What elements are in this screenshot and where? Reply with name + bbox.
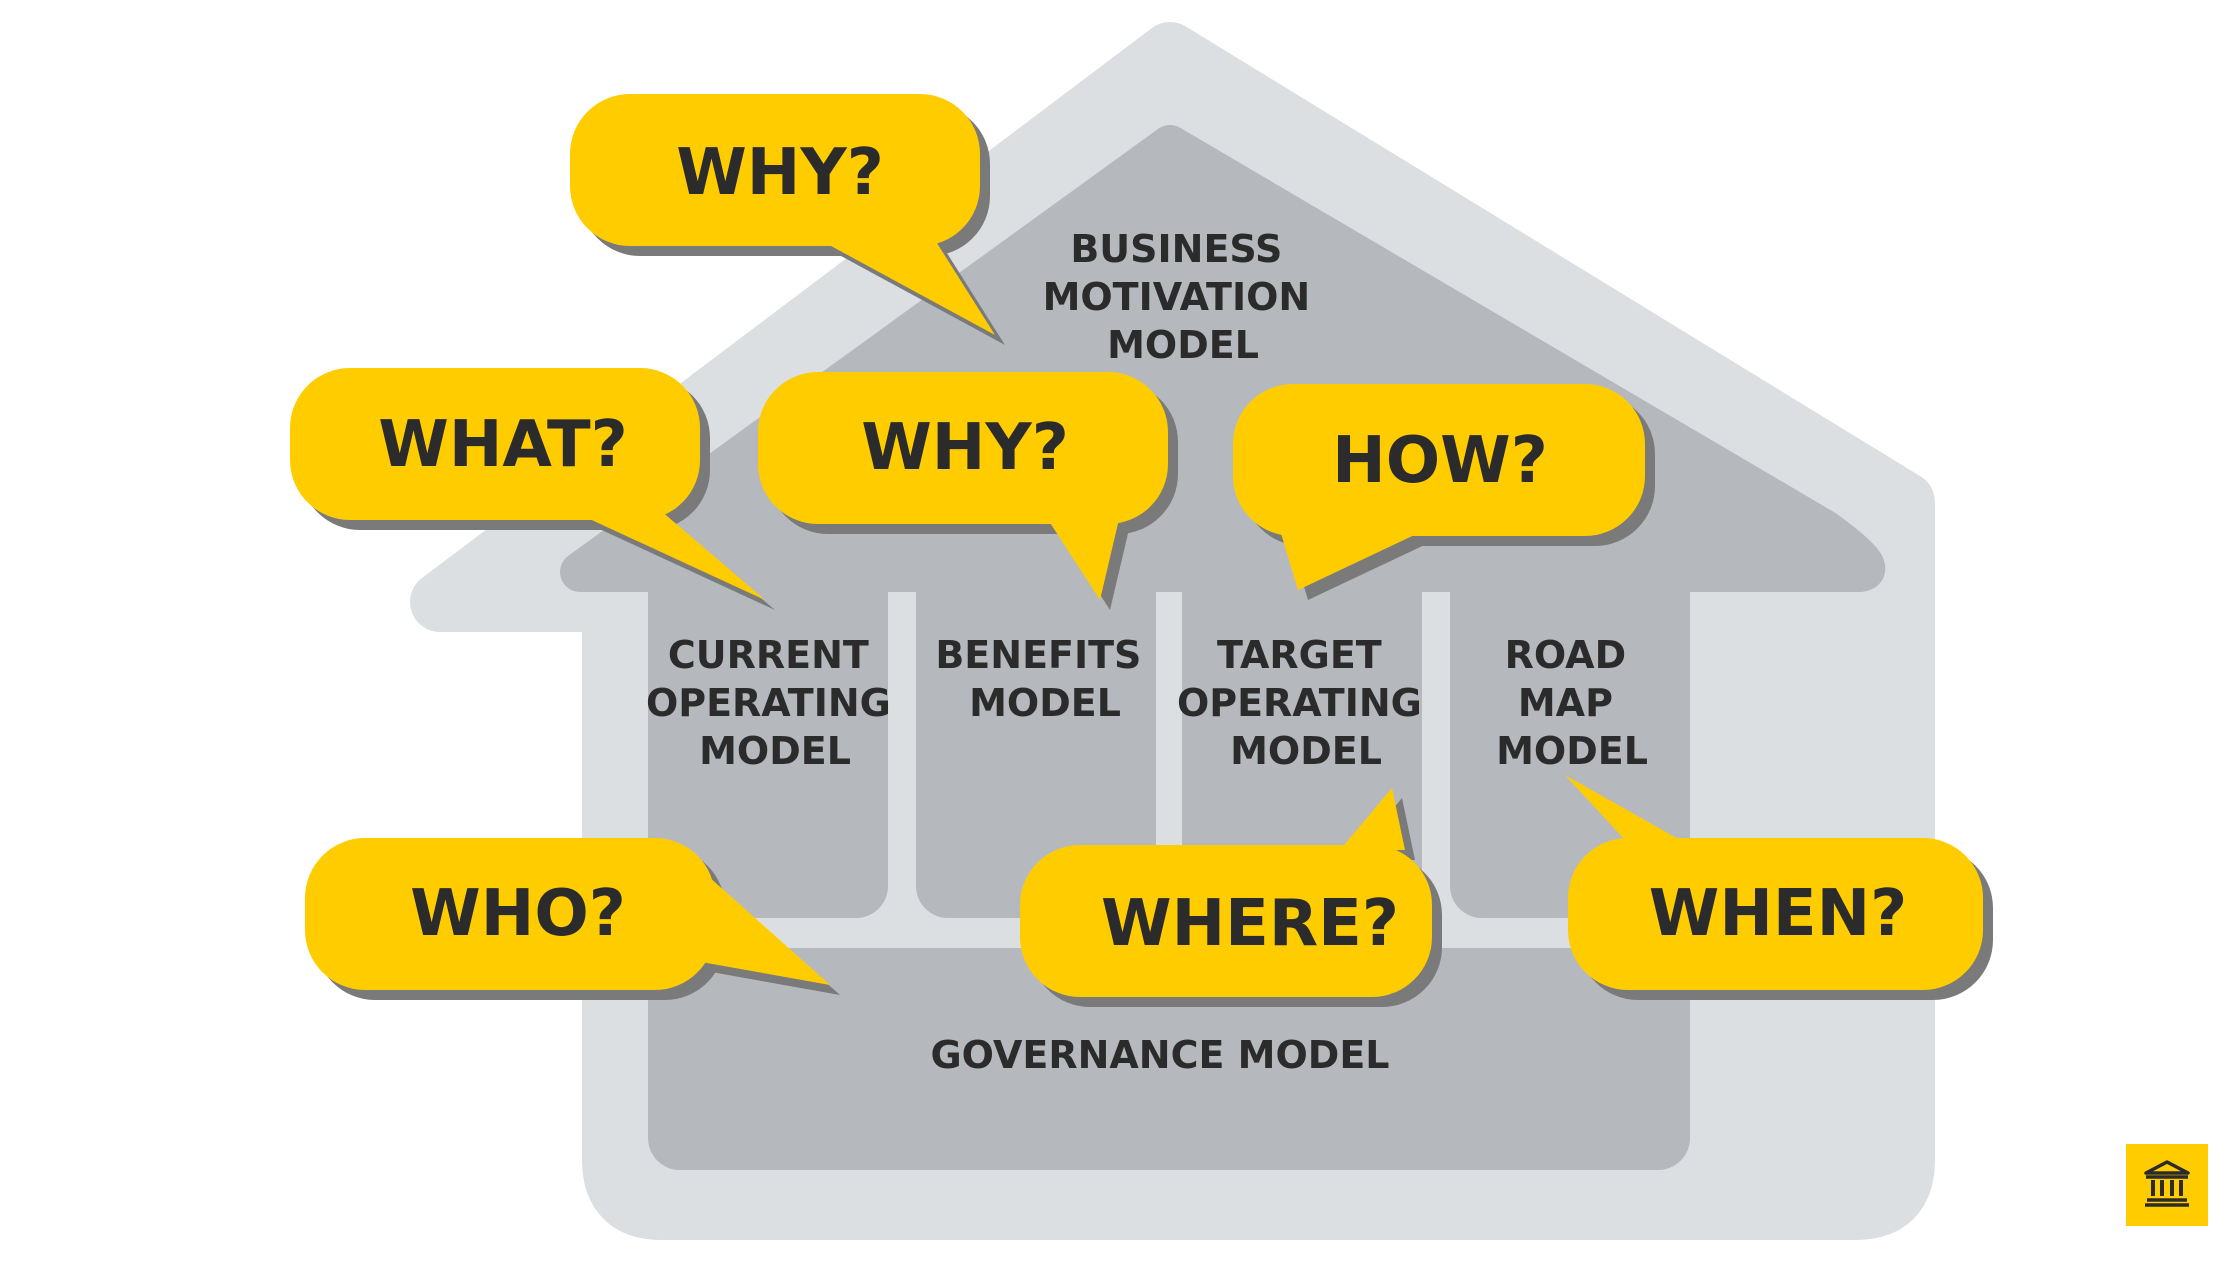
bubble-who: WHO?: [305, 838, 840, 1000]
base-label: GOVERNANCE MODEL: [930, 1033, 1389, 1077]
bubble-why-mid: WHY?: [758, 372, 1178, 610]
bubble-how: HOW?: [1233, 384, 1655, 600]
svg-text:WHY?: WHY?: [676, 136, 884, 210]
column-benefits-label: BENEFITS MODEL: [935, 633, 1154, 725]
column-roadmap: [1450, 480, 1690, 918]
roof-label: BUSINESS MOTIVATION MODEL: [1043, 227, 1324, 367]
svg-text:WHO?: WHO?: [410, 877, 626, 951]
column-current-label: CURRENT OPERATING MODEL: [646, 633, 904, 773]
column-roadmap-label: ROAD MAP MODEL: [1496, 633, 1648, 773]
bank-badge[interactable]: [2126, 1144, 2208, 1226]
bubble-when: WHEN?: [1565, 775, 1993, 1000]
column-current: [648, 480, 888, 918]
bank-icon: [2140, 1156, 2194, 1214]
bubble-what: WHAT?: [290, 368, 775, 610]
bubble-where: WHERE?: [1020, 788, 1442, 1007]
base-governance: [648, 948, 1690, 1170]
column-target-label: TARGET OPERATING MODEL: [1177, 633, 1435, 773]
svg-text:WHEN?: WHEN?: [1649, 877, 1908, 951]
svg-text:WHERE?: WHERE?: [1101, 887, 1399, 961]
bubble-why-top: WHY?: [570, 94, 1005, 345]
svg-text:HOW?: HOW?: [1332, 424, 1548, 498]
svg-text:WHAT?: WHAT?: [378, 408, 628, 482]
column-target: [1182, 480, 1422, 918]
svg-text:WHY?: WHY?: [861, 411, 1069, 485]
